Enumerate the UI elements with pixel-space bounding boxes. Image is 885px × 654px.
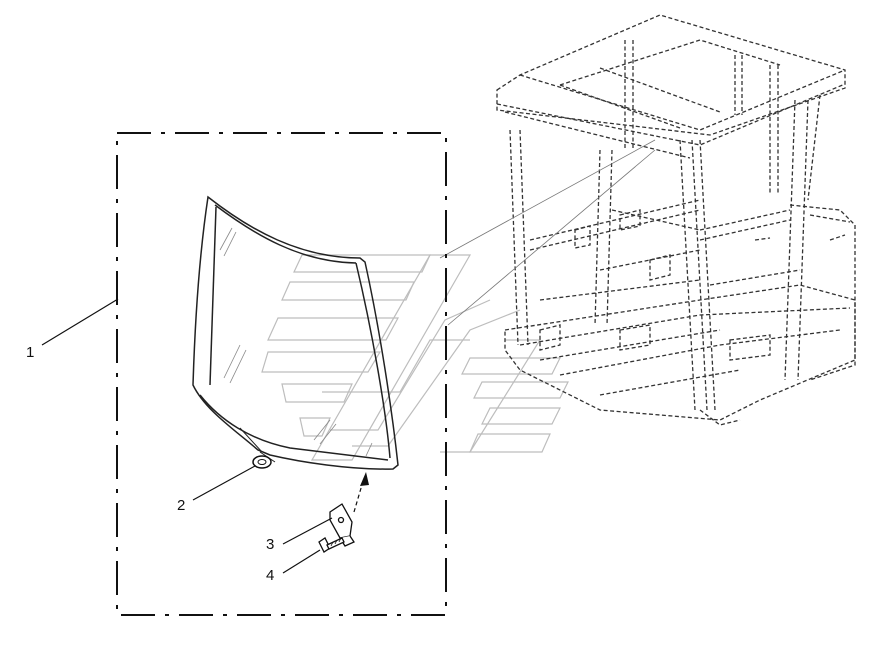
callout-1: 1 — [26, 344, 34, 361]
bolt-part — [318, 537, 345, 553]
callout-leaders — [41, 298, 333, 574]
cab-leader-lines — [439, 139, 656, 326]
leader-3 — [282, 517, 333, 545]
watermark-logo — [261, 254, 569, 461]
cab-frame — [496, 14, 856, 426]
callout-4: 4 — [266, 567, 274, 584]
assembly-arrow — [353, 472, 369, 513]
leader-1 — [41, 298, 119, 346]
windshield-glass — [192, 195, 399, 470]
callout-3: 3 — [266, 536, 274, 553]
clip-part — [252, 455, 272, 469]
leader-2 — [192, 465, 256, 501]
leader-4 — [282, 549, 321, 574]
group-boundary-frame — [116, 132, 447, 616]
callout-2: 2 — [177, 497, 185, 514]
